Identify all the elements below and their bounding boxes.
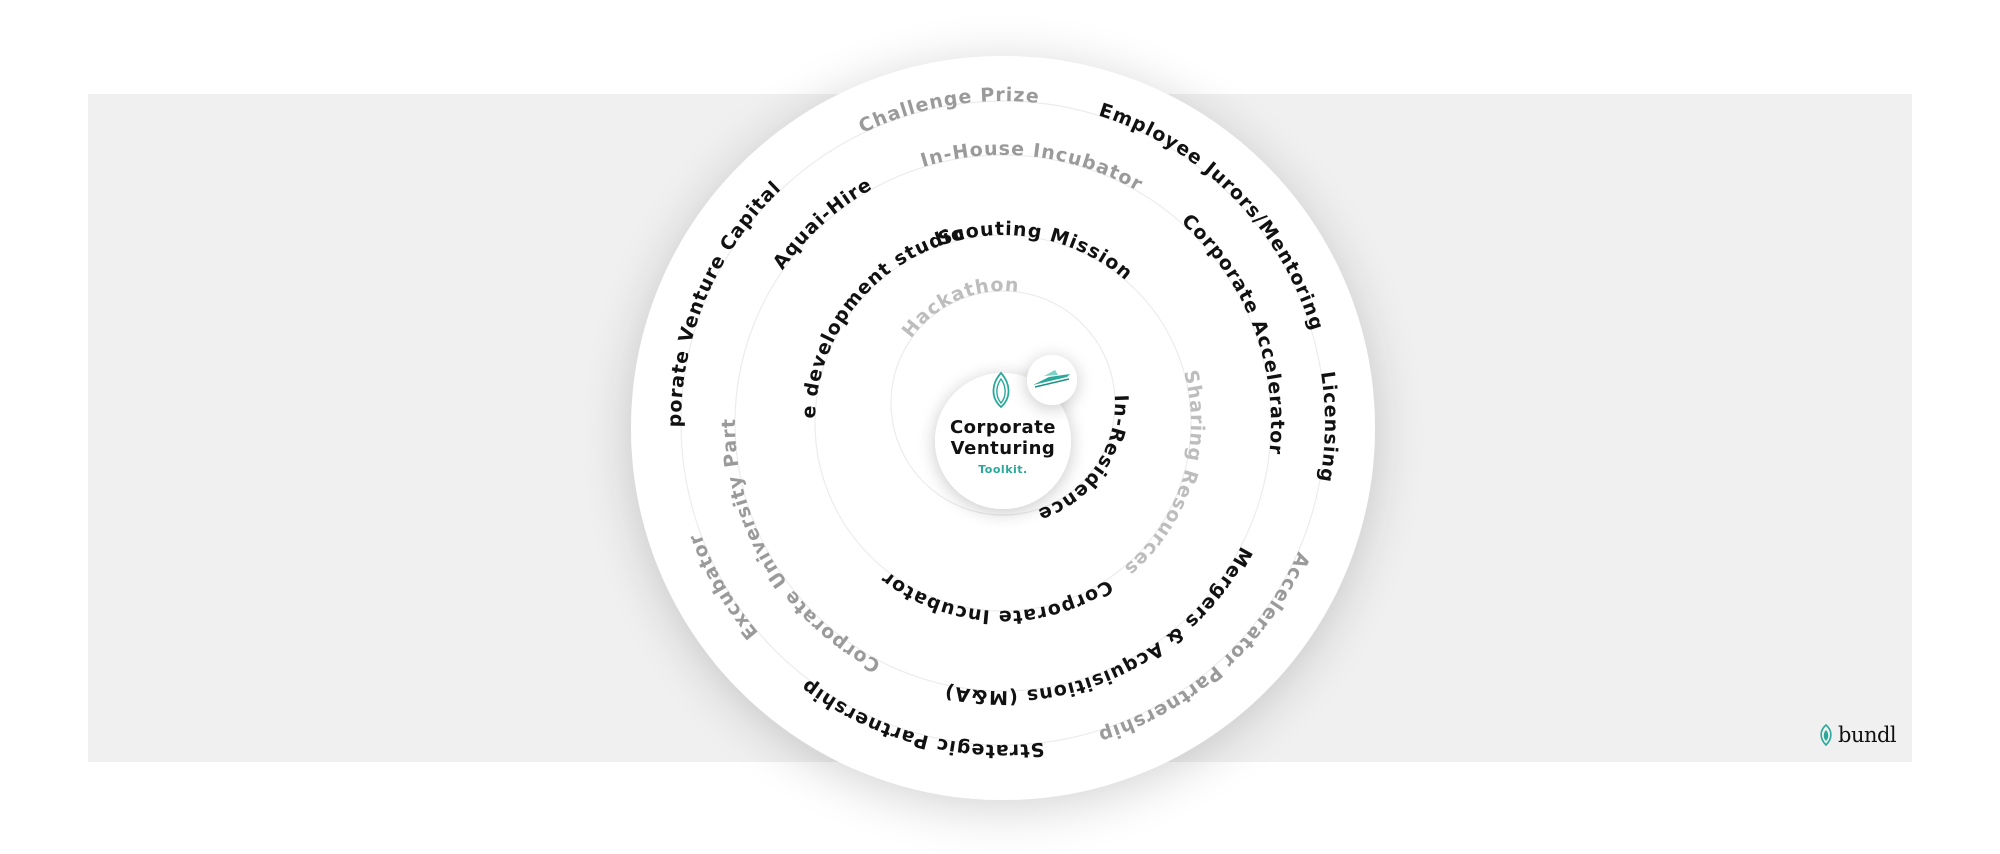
- center-title-line2: Venturing: [951, 438, 1056, 459]
- center-subtitle: Toolkit.: [978, 463, 1027, 476]
- center-title-line1: Corporate: [950, 417, 1056, 438]
- bundl-leaf-logo-icon: [992, 371, 1010, 409]
- ring-inner: [890, 290, 1116, 516]
- ring-outer: [680, 100, 1326, 746]
- brand-logo: bundl: [1818, 722, 1897, 748]
- center-hub: [935, 373, 1071, 509]
- ring-second: [814, 234, 1192, 612]
- boat-icon: [1033, 370, 1070, 388]
- brand-name: bundl: [1838, 723, 1897, 747]
- bundl-leaf-icon: [1820, 724, 1832, 746]
- ring-third: [734, 154, 1272, 692]
